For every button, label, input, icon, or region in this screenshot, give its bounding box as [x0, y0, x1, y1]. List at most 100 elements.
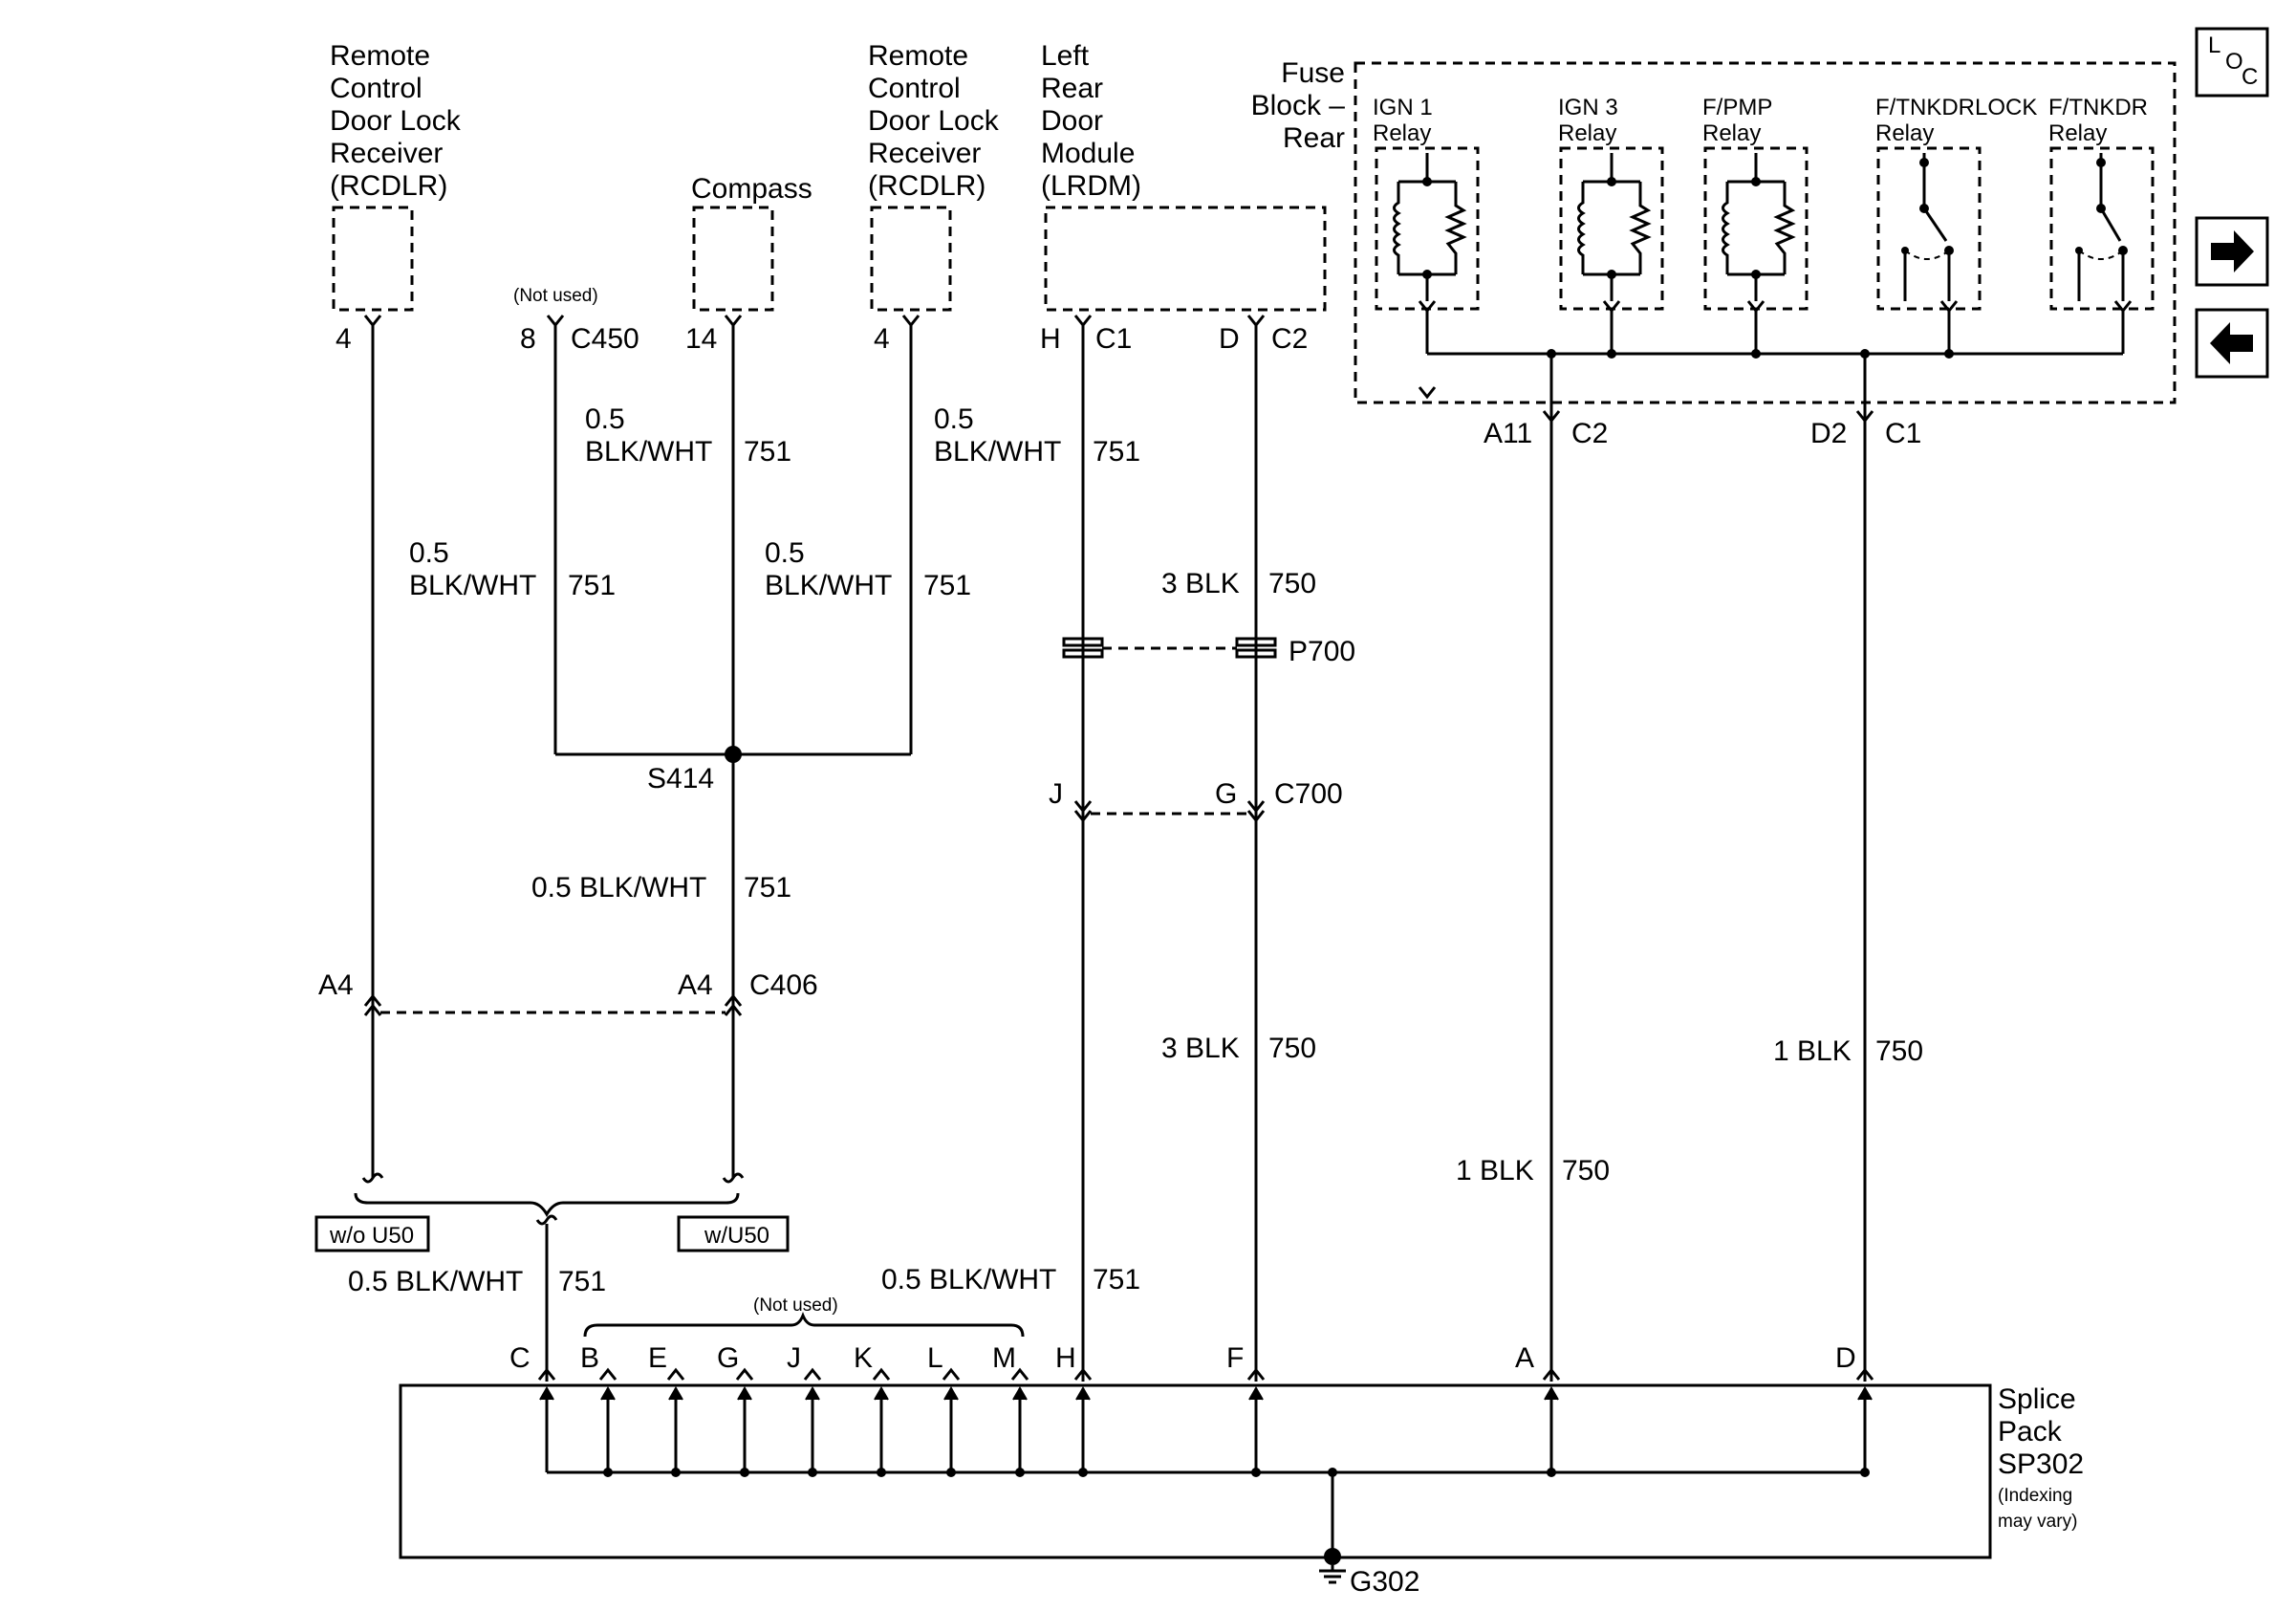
splice-pin-label: F [1226, 1342, 1244, 1374]
not-used-brace [583, 1311, 1025, 1338]
splice-pin: D [1835, 1342, 1874, 1477]
splice-pin-label: E [648, 1342, 667, 1374]
c700-pin-j: J [1049, 778, 1063, 810]
svg-text:750: 750 [1268, 568, 1316, 599]
svg-text:Control: Control [868, 73, 961, 104]
svg-text:Receiver: Receiver [868, 138, 981, 169]
splice-pin-label: K [854, 1342, 873, 1374]
c450-pin: 8 [520, 323, 536, 355]
splice-pin: M [992, 1342, 1029, 1477]
splice-pin-label: J [787, 1342, 801, 1374]
compass-pin: 14 [685, 323, 717, 355]
coil-relay-symbols [1393, 153, 1796, 301]
svg-text:Rear: Rear [1283, 122, 1345, 154]
svg-text:Block –: Block – [1251, 90, 1346, 121]
splice-pin: F [1226, 1342, 1266, 1477]
svg-text:Remote: Remote [330, 40, 430, 72]
rcdlr-right-pin: 4 [874, 323, 890, 355]
rcdlr-left-label: Remote Control Door Lock Receiver (RCDLR… [330, 40, 462, 202]
splice-pin-label: L [927, 1342, 943, 1374]
svg-text:0.5: 0.5 [409, 537, 449, 569]
lrdm-c1: C1 [1095, 323, 1132, 355]
svg-text:(Indexing: (Indexing [1998, 1486, 2072, 1506]
splice-pin: K [854, 1342, 891, 1477]
splice-pin: C [509, 1342, 556, 1472]
splice-pack-sp302 [399, 1383, 1992, 1559]
svg-text:1 BLK: 1 BLK [1456, 1155, 1534, 1186]
svg-text:0.5 BLK/WHT: 0.5 BLK/WHT [881, 1264, 1056, 1295]
splice-pack-label: Splice Pack SP302 (Indexing may vary) [1998, 1383, 2084, 1532]
fb-pin-d2: D2 [1810, 418, 1847, 449]
svg-text:751: 751 [744, 436, 791, 468]
pin-labels: 4 8 C450 14 4 H C1 D C2 A11 C2 D2 C1 [336, 323, 1921, 449]
svg-text:Relay: Relay [1702, 120, 1761, 146]
svg-text:BLK/WHT: BLK/WHT [585, 436, 712, 468]
loc-icon[interactable]: L O C [2195, 27, 2269, 98]
splice-pin-label: C [509, 1342, 531, 1374]
svg-text:0.5 BLK/WHT: 0.5 BLK/WHT [531, 872, 706, 903]
ign1-relay-label: IGN 1 [1373, 95, 1433, 120]
svg-text:751: 751 [1093, 1264, 1140, 1295]
connector-symbols-top [363, 300, 2133, 424]
c700-pin-g: G [1215, 778, 1237, 810]
svg-text:Module: Module [1041, 138, 1135, 169]
ftnkdrlock-switch [1901, 153, 1954, 301]
c406-pin-a4-right: A4 [678, 969, 713, 1001]
c406-label: C406 [749, 969, 818, 1001]
svg-text:L: L [2208, 33, 2220, 58]
svg-text:Door Lock: Door Lock [330, 105, 462, 137]
svg-text:Left: Left [1041, 40, 1090, 72]
fb-c2: C2 [1571, 418, 1608, 449]
c450-label: C450 [571, 323, 639, 355]
c406-connector [363, 993, 743, 1016]
svg-text:BLK/WHT: BLK/WHT [934, 436, 1061, 468]
rcdlr-right-box [870, 206, 952, 312]
svg-text:BLK/WHT: BLK/WHT [765, 570, 892, 601]
svg-text:Rear: Rear [1041, 73, 1103, 104]
svg-text:3 BLK: 3 BLK [1161, 1033, 1240, 1064]
fb-pin-a11: A11 [1484, 418, 1532, 449]
svg-text:3 BLK: 3 BLK [1161, 568, 1240, 599]
svg-text:Relay: Relay [1558, 120, 1616, 146]
lrdm-pin-h: H [1040, 323, 1061, 355]
svg-text:may vary): may vary) [1998, 1512, 2077, 1532]
splice-pin: G [717, 1342, 754, 1477]
svg-text:0.5: 0.5 [765, 537, 805, 569]
svg-text:Door: Door [1041, 105, 1103, 137]
ftnkdr-switch [2075, 153, 2128, 301]
splice-pin: B [580, 1342, 617, 1477]
arrow-right-icon[interactable] [2195, 216, 2269, 287]
rcdlr-left-box [332, 206, 414, 312]
splice-pin-label: H [1055, 1342, 1076, 1374]
connector-labels: S414 P700 J G C700 A4 A4 C406 [318, 636, 1355, 1001]
svg-text:750: 750 [1875, 1035, 1923, 1067]
arrow-left-icon[interactable] [2195, 308, 2269, 379]
svg-text:Door Lock: Door Lock [868, 105, 1000, 137]
lrdm-label: Left Rear Door Module (LRDM) [1041, 40, 1141, 202]
option-brace [354, 1172, 745, 1226]
svg-text:Fuse: Fuse [1281, 57, 1345, 89]
splice-pin: J [787, 1342, 822, 1477]
splice-pin-label: D [1835, 1342, 1856, 1374]
svg-text:751: 751 [558, 1266, 606, 1297]
splice-pin: L [927, 1342, 961, 1477]
ftnkdr-relay [2049, 146, 2155, 311]
coil-relay-3 [1722, 153, 1796, 301]
s414-splice [725, 746, 742, 763]
splice-pin: H [1055, 1342, 1093, 1477]
svg-text:Control: Control [330, 73, 422, 104]
svg-text:Pack: Pack [1998, 1416, 2063, 1448]
svg-text:751: 751 [1093, 436, 1140, 468]
s414-label: S414 [647, 763, 714, 795]
svg-text:Remote: Remote [868, 40, 968, 72]
with-u50-label: w/U50 [704, 1223, 769, 1249]
rcdlr-left-pin: 4 [336, 323, 352, 355]
coil-relay-1 [1393, 153, 1467, 301]
c406-pin-a4-left: A4 [318, 969, 354, 1001]
without-u50-label: w/o U50 [329, 1223, 414, 1249]
wire-labels: 0.5 BLK/WHT 751 0.5 BLK/WHT 751 0.5 BLK/… [348, 403, 1923, 1297]
svg-text:750: 750 [1268, 1033, 1316, 1064]
svg-text:751: 751 [568, 570, 616, 601]
